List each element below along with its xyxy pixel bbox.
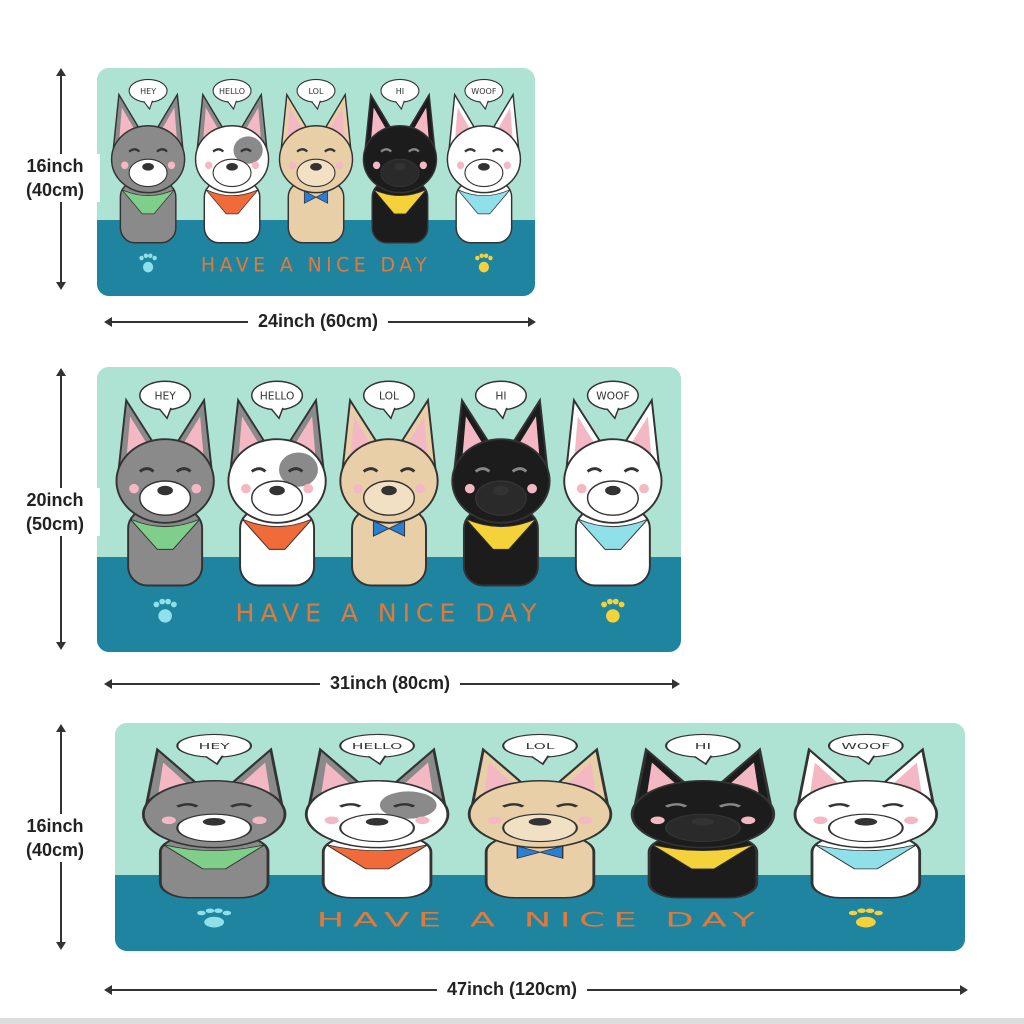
- tan-dog: LOL: [339, 380, 439, 587]
- speech-bubble: WOOF: [586, 380, 639, 420]
- bubble-text: HI: [396, 86, 404, 96]
- mat-slogan: HAVE A NICE DAY: [201, 253, 431, 276]
- speech-bubble: LOL: [296, 78, 336, 111]
- speech-bubble: HI: [665, 733, 741, 766]
- speech-bubble: HI: [474, 380, 527, 420]
- mat-slogan: HAVE A NICE DAY: [317, 909, 764, 932]
- height-label: 16inch (40cm): [10, 154, 100, 202]
- paw-print-icon: [197, 908, 232, 928]
- gray-dog: HEY: [115, 380, 215, 587]
- black-dog: HI: [451, 380, 551, 587]
- height-inch: 16inch: [26, 816, 84, 836]
- bubble-text: HEY: [199, 741, 231, 751]
- bubble-text: WOOF: [471, 86, 496, 96]
- width-label: 24inch (60cm): [247, 310, 389, 332]
- width-label: 47inch (120cm): [436, 978, 588, 1000]
- speech-bubble: HEY: [176, 733, 253, 766]
- tan-dog: LOL: [467, 733, 613, 899]
- height-cm: (40cm): [25, 180, 85, 200]
- speech-bubble: HELLO: [212, 78, 252, 111]
- black-dog: HI: [362, 78, 438, 244]
- bubble-text: WOOF: [841, 741, 890, 751]
- height-inch: 16inch: [26, 156, 84, 176]
- height-label: 20inch (50cm): [10, 488, 100, 536]
- bubble-text: HEY: [154, 390, 176, 402]
- bubble-text: HELLO: [260, 390, 295, 402]
- mat-medium: HEY HELLO LOL HI WOOF HAVE A NICE DAY: [97, 367, 681, 652]
- speech-bubble: HI: [380, 78, 420, 111]
- gray-white-dog: HELLO: [227, 380, 327, 587]
- height-inch: 20inch: [26, 490, 84, 510]
- mat-illustration: HEY HELLO LOL HI WOOF HAVE A NICE DAY: [97, 367, 681, 652]
- height-cm: (40cm): [25, 840, 85, 860]
- bubble-text: HI: [495, 390, 506, 402]
- gray-white-dog: HELLO: [194, 78, 270, 244]
- bubble-text: HELLO: [352, 741, 403, 751]
- speech-bubble: HELLO: [251, 380, 304, 420]
- bubble-text: HELLO: [219, 86, 245, 96]
- speech-bubble: LOL: [362, 380, 416, 420]
- paw-print-icon: [848, 908, 883, 928]
- bottom-border: [0, 1018, 1024, 1024]
- bubble-text: HEY: [140, 86, 157, 96]
- speech-bubble: LOL: [502, 733, 578, 766]
- mat-illustration: HEY HELLO LOL HI WOOF HAVE A NICE DAY: [97, 68, 535, 296]
- bubble-text: LOL: [309, 86, 324, 96]
- black-dog: HI: [630, 733, 776, 899]
- gray-white-dog: HELLO: [304, 733, 450, 899]
- bubble-text: HI: [695, 741, 711, 751]
- gray-dog: HEY: [141, 733, 287, 899]
- paw-print-icon: [601, 598, 625, 623]
- height-cm: (50cm): [25, 514, 85, 534]
- speech-bubble: HEY: [139, 380, 192, 420]
- speech-bubble: WOOF: [827, 733, 904, 766]
- bubble-text: LOL: [379, 390, 399, 402]
- speech-bubble: WOOF: [464, 78, 504, 111]
- mat-large: HEY HELLO LOL HI WOOF HAVE A NICE DAY: [115, 723, 965, 951]
- mat-small: HEY HELLO LOL HI WOOF HAVE A NICE DAY: [97, 68, 535, 296]
- speech-bubble: HEY: [128, 78, 168, 111]
- white-dog: WOOF: [446, 78, 522, 244]
- paw-print-icon: [139, 253, 157, 273]
- speech-bubble: HELLO: [339, 733, 415, 766]
- mat-illustration: HEY HELLO LOL HI WOOF HAVE A NICE DAY: [115, 723, 965, 951]
- white-dog: WOOF: [563, 380, 663, 587]
- tan-dog: LOL: [278, 78, 354, 244]
- bubble-text: LOL: [525, 741, 554, 751]
- paw-print-icon: [153, 598, 177, 623]
- width-label: 31inch (80cm): [319, 672, 461, 694]
- bubble-text: WOOF: [596, 390, 630, 402]
- height-label: 16inch (40cm): [10, 814, 100, 862]
- paw-print-icon: [475, 253, 493, 273]
- mat-slogan: HAVE A NICE DAY: [236, 599, 543, 628]
- gray-dog: HEY: [110, 78, 186, 244]
- white-dog: WOOF: [793, 733, 939, 899]
